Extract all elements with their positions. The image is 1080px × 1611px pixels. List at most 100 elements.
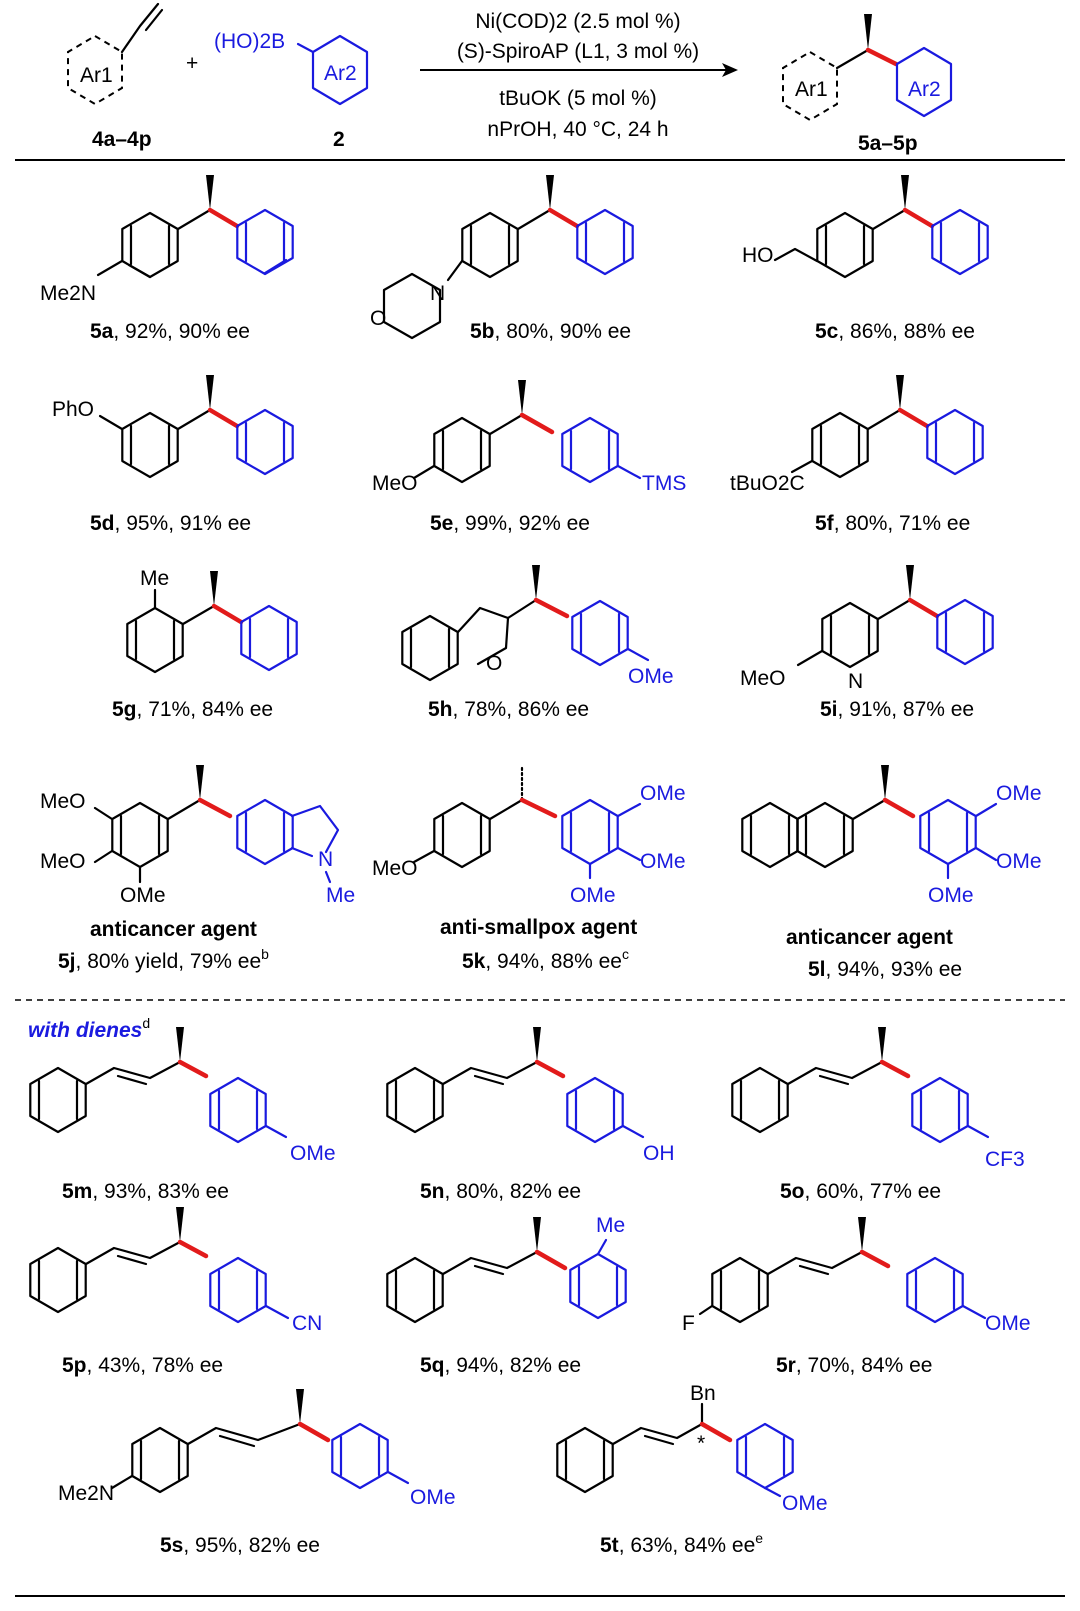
5m-id: 5m <box>62 1180 92 1203</box>
5e-sub-meo: MeO <box>372 472 418 495</box>
5j-caption: 80% yield, 79% ee <box>87 950 261 973</box>
5n-sub-oh: OH <box>643 1142 675 1165</box>
svg-text:5r, 70%, 84% ee: 5r, 70%, 84% ee <box>776 1354 932 1377</box>
compound-5l: OMe OMe OMe anticancer agent 5l, 94%, 93… <box>741 765 1042 981</box>
5l-sub-ome-1: OMe <box>996 782 1042 805</box>
plus-sign: + <box>186 52 198 75</box>
5g-id: 5g <box>112 698 137 721</box>
5k-sub-ome-3: OMe <box>570 884 616 907</box>
5k-label: anti-smallpox agent <box>440 916 637 939</box>
svg-text:5q, 94%, 82% ee: 5q, 94%, 82% ee <box>420 1354 581 1377</box>
5l-sub-ome-2: OMe <box>996 850 1042 873</box>
5b-sub-n: N <box>430 282 445 305</box>
5i-id: 5i <box>820 698 838 721</box>
5g-caption: 71%, 84% ee <box>148 698 273 721</box>
5r-caption: 70%, 84% ee <box>808 1354 933 1377</box>
5s-caption: 95%, 82% ee <box>195 1534 320 1557</box>
product-id: 5a–5p <box>858 132 918 155</box>
reactant-styrene: Ar1 <box>67 2 164 106</box>
svg-text:5o, 60%, 77% ee: 5o, 60%, 77% ee <box>780 1180 941 1203</box>
5j-sub-me: Me <box>326 884 355 907</box>
5h-sub-o: O <box>486 652 502 675</box>
compound-5j: MeO MeO OMe N Me anticancer agent 5j, 80… <box>40 765 355 973</box>
5t-footnote: e <box>755 1530 763 1546</box>
compound-5d: PhO 5d, 95%, 91% ee <box>52 375 294 535</box>
5k-caption: 94%, 88% ee <box>497 950 622 973</box>
5h-sub-ome: OMe <box>628 665 674 688</box>
5k-sub-ome-1: OMe <box>640 782 686 805</box>
svg-text:5c, 86%, 88% ee: 5c, 86%, 88% ee <box>815 320 975 343</box>
compound-5t: Bn * OMe 5t, 63%, 84% eee <box>556 1382 828 1557</box>
5q-sub-me: Me <box>596 1214 625 1237</box>
5l-label: anticancer agent <box>786 926 953 949</box>
5i-sub-meo: MeO <box>740 667 786 690</box>
5c-sub-ho: HO <box>742 244 774 267</box>
5m-sub-ome: OMe <box>290 1142 336 1165</box>
compound-5q: Me 5q, 94%, 82% ee <box>386 1214 627 1377</box>
compound-5c: HO 5c, 86%, 88% ee <box>742 175 989 343</box>
5e-sub-tms: TMS <box>642 472 686 495</box>
svg-text:5a, 92%, 90% ee: 5a, 92%, 90% ee <box>90 320 250 343</box>
5a-id: 5a <box>90 320 114 343</box>
5k-id: 5k <box>462 950 486 973</box>
5j-footnote: b <box>261 946 269 962</box>
svg-text:5g, 71%, 84% ee: 5g, 71%, 84% ee <box>112 698 273 721</box>
5j-sub-meo-2: MeO <box>40 850 86 873</box>
compound-5n: OH 5n, 80%, 82% ee <box>386 1027 675 1203</box>
5r-sub-ome: OMe <box>985 1312 1031 1335</box>
5o-id: 5o <box>780 1180 805 1203</box>
5c-caption: 86%, 88% ee <box>850 320 975 343</box>
5b-id: 5b <box>470 320 495 343</box>
5d-id: 5d <box>90 512 115 535</box>
reaction-header: Ar1 + (HO)2B Ar2 4a–4p 2 Ni(COD)2 (2.5 m… <box>67 2 953 155</box>
svg-text:5n, 80%, 82% ee: 5n, 80%, 82% ee <box>420 1180 581 1203</box>
5e-id: 5e <box>430 512 453 535</box>
5l-caption: 94%, 93% ee <box>837 958 962 981</box>
svg-text:5l, 94%, 93% ee: 5l, 94%, 93% ee <box>808 958 962 981</box>
reactant-boronic-acid: (HO)2B Ar2 <box>214 30 369 106</box>
compound-5e: TMS MeO 5e, 99%, 92% ee <box>372 380 686 535</box>
compound-5g: Me 5g, 71%, 84% ee <box>112 567 298 721</box>
svg-text:5p, 43%, 78% ee: 5p, 43%, 78% ee <box>62 1354 223 1377</box>
svg-text:5t, 63%, 84% eee: 5t, 63%, 84% eee <box>600 1530 763 1557</box>
compound-5k: MeO OMe OMe OMe anti-smallpox agent 5k, … <box>372 763 686 973</box>
5t-sub-ome: OMe <box>782 1492 828 1515</box>
svg-text:5m, 93%, 83% ee: 5m, 93%, 83% ee <box>62 1180 229 1203</box>
5j-sub-ome: OMe <box>120 884 166 907</box>
condition-base: tBuOK (5 mol %) <box>499 87 657 110</box>
5k-footnote: c <box>622 946 629 962</box>
5l-id: 5l <box>808 958 826 981</box>
reaction-arrow <box>420 63 738 77</box>
5n-caption: 80%, 82% ee <box>456 1180 581 1203</box>
svg-text:5k, 94%, 88% eec: 5k, 94%, 88% eec <box>462 946 629 973</box>
5a-caption: 92%, 90% ee <box>125 320 250 343</box>
reactant2-id: 2 <box>333 128 345 151</box>
5j-id: 5j <box>58 950 76 973</box>
5h-id: 5h <box>428 698 453 721</box>
5k-sub-ome-2: OMe <box>640 850 686 873</box>
5q-caption: 94%, 82% ee <box>456 1354 581 1377</box>
condition-solvent: nPrOH, 40 °C, 24 h <box>487 118 668 141</box>
compound-5b: N O 5b, 80%, 90% ee <box>370 175 634 343</box>
svg-text:5j, 80% yield, 79% eeb: 5j, 80% yield, 79% eeb <box>58 946 269 973</box>
5l-sub-ome-3: OMe <box>928 884 974 907</box>
compound-5a: Me2N 5a, 92%, 90% ee <box>40 175 294 343</box>
5a-sub-me2n: Me2N <box>40 282 96 305</box>
5p-caption: 43%, 78% ee <box>98 1354 223 1377</box>
5i-sub-n: N <box>848 670 863 693</box>
compound-5f: tBuO2C 5f, 80%, 71% ee <box>730 375 984 535</box>
compound-5o: CF3 5o, 60%, 77% ee <box>731 1027 1025 1203</box>
5b-caption: 80%, 90% ee <box>506 320 631 343</box>
5s-sub-ome: OMe <box>410 1486 456 1509</box>
5t-caption: 63%, 84% ee <box>630 1534 755 1557</box>
5j-sub-n: N <box>318 848 333 871</box>
compound-5r: F OMe 5r, 70%, 84% ee <box>682 1217 1031 1377</box>
5i-caption: 91%, 87% ee <box>849 698 974 721</box>
condition-catalyst: Ni(COD)2 (2.5 mol %) <box>475 10 680 33</box>
5r-id: 5r <box>776 1354 796 1377</box>
product-ar1-label: Ar1 <box>795 78 828 101</box>
5o-caption: 60%, 77% ee <box>816 1180 941 1203</box>
dienes-section-label: with dienesd <box>28 1015 150 1042</box>
5t-sub-bn: Bn <box>690 1382 716 1405</box>
